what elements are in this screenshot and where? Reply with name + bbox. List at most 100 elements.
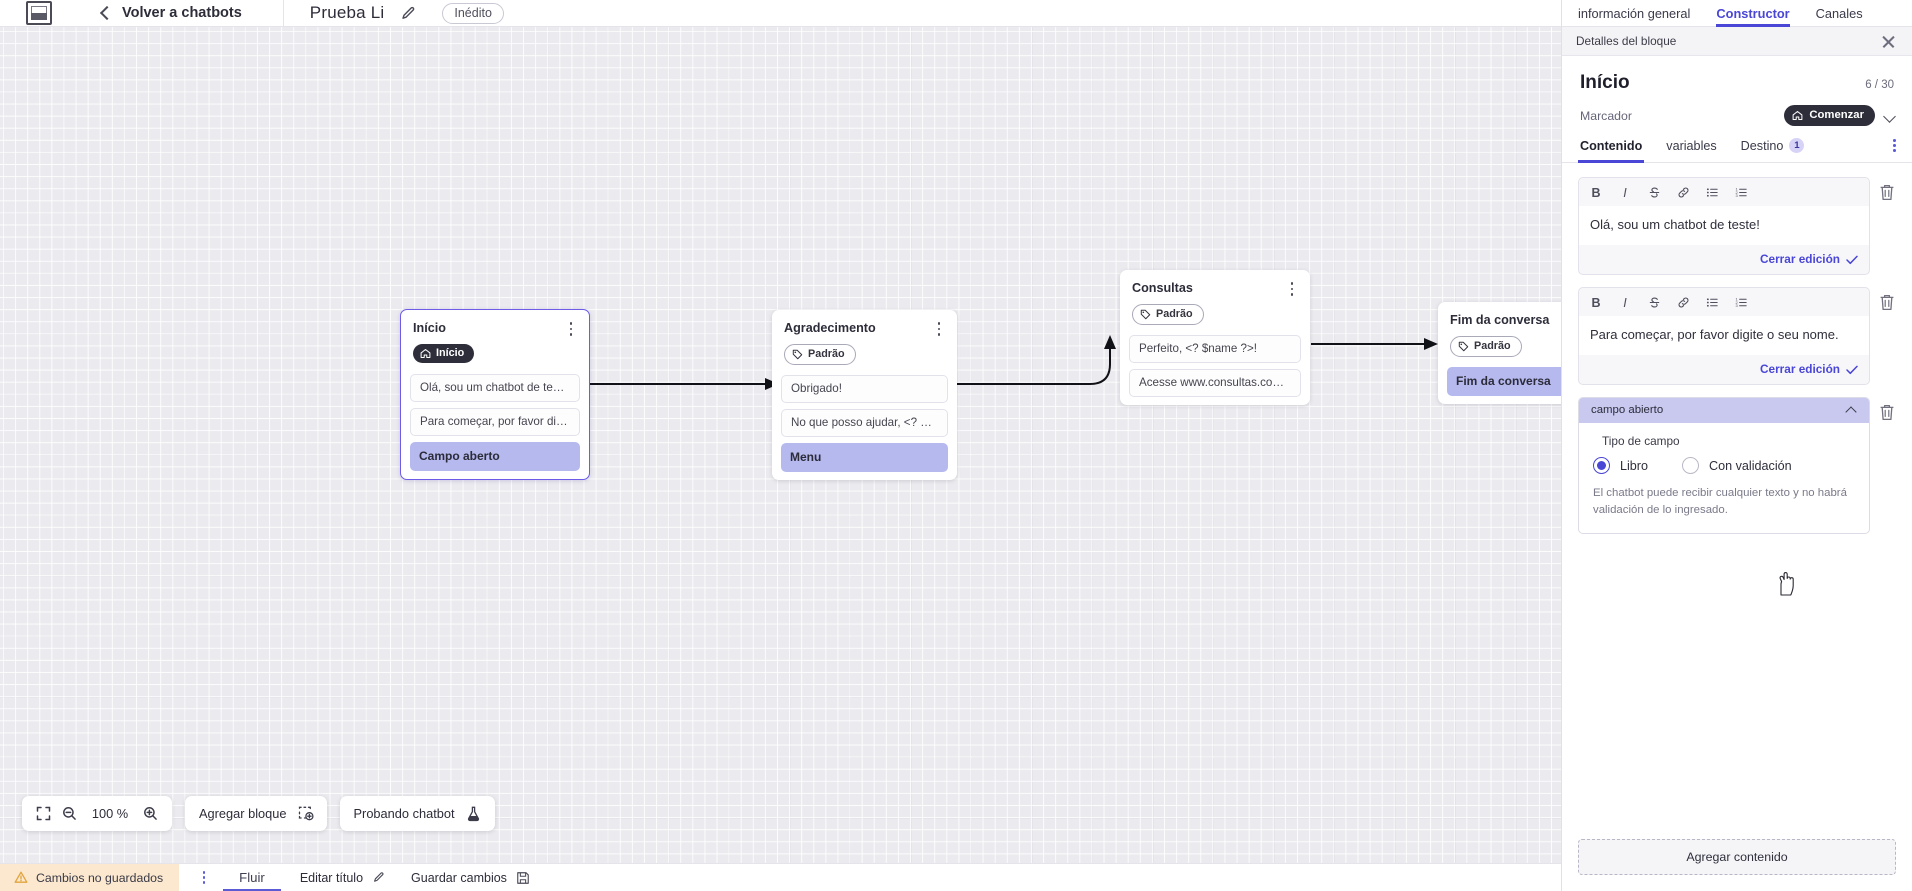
node-title: Fim da conversa xyxy=(1450,313,1550,327)
trash-icon[interactable] xyxy=(1878,183,1896,202)
tab-contenido-label: Contenido xyxy=(1580,138,1643,153)
strikethrough-icon[interactable] xyxy=(1647,295,1661,310)
check-icon xyxy=(1846,364,1858,375)
node-action-chip[interactable]: Menu xyxy=(781,443,948,472)
back-to-chatbots-link[interactable]: Volver a chatbots xyxy=(122,5,242,21)
pencil-icon[interactable] xyxy=(400,5,417,22)
tab-constructor[interactable]: Constructor xyxy=(1716,0,1790,27)
node-message-bubble[interactable]: Para começar, por favor digite o ... xyxy=(410,407,580,436)
node-tag-label: Padrão xyxy=(1474,340,1511,352)
tab-destino[interactable]: Destino 1 xyxy=(1741,138,1805,162)
test-chatbot-label: Probando chatbot xyxy=(353,806,455,821)
tab-contenido[interactable]: Contenido xyxy=(1577,138,1645,163)
node-message-bubble[interactable]: Olá, sou um chatbot de teste! xyxy=(410,373,580,402)
node-tag-default: Padrão xyxy=(1450,336,1522,357)
marker-pill-comenzar[interactable]: Comenzar xyxy=(1784,105,1875,126)
flow-node-fim-da-conversa[interactable]: Fim da conversa Padrão Fim da conversa xyxy=(1438,302,1561,404)
flow-canvas[interactable]: Início Início Olá, sou um chatbot de tes… xyxy=(0,27,1561,863)
close-edit-button[interactable]: Cerrar edición xyxy=(1760,252,1858,266)
chatbot-title: Prueba Li xyxy=(309,3,385,22)
zoom-controls: 100 % xyxy=(22,796,172,831)
close-edit-label: Cerrar edición xyxy=(1760,362,1840,376)
add-block-label: Agregar bloque xyxy=(199,806,287,821)
close-edit-label: Cerrar edición xyxy=(1760,252,1840,266)
radio-con-validacion[interactable] xyxy=(1682,457,1700,474)
node-header: Fim da conversa Padrão xyxy=(1438,302,1561,357)
fit-screen-icon[interactable] xyxy=(36,806,51,821)
chevron-up-icon[interactable] xyxy=(1845,404,1857,416)
node-options-icon[interactable] xyxy=(932,321,946,337)
svg-text:2: 2 xyxy=(1735,190,1738,195)
node-message-bubble[interactable]: Perfeito, <? $name ?>! xyxy=(1129,335,1301,363)
bullet-list-icon[interactable] xyxy=(1705,185,1719,200)
link-icon[interactable] xyxy=(1676,295,1690,310)
node-message-bubble[interactable]: Acesse www.consultas.com par... xyxy=(1129,369,1301,397)
tab-informacion-general[interactable]: información general xyxy=(1578,5,1691,21)
save-changes-button[interactable]: Guardar cambios xyxy=(411,864,530,891)
node-options-icon[interactable] xyxy=(564,321,578,337)
node-options-icon[interactable] xyxy=(1285,281,1299,297)
strikethrough-icon[interactable] xyxy=(1647,185,1661,200)
add-content-button[interactable]: Agregar contenido xyxy=(1578,839,1896,875)
tag-icon xyxy=(1140,309,1151,320)
radio-con-validacion-label: Con validación xyxy=(1709,458,1792,473)
node-message-bubble[interactable]: Obrigado! xyxy=(781,375,948,403)
flow-node-inicio[interactable]: Início Início Olá, sou um chatbot de tes… xyxy=(400,309,590,480)
field-type-label: Tipo de campo xyxy=(1602,434,1680,448)
page-title: Início xyxy=(1580,72,1630,93)
italic-icon[interactable]: I xyxy=(1623,185,1627,200)
flow-node-consultas[interactable]: Consultas Padrão Perfeito, <? $name ?>! … xyxy=(1120,270,1310,405)
bold-icon[interactable]: B xyxy=(1591,185,1601,200)
bullet-list-icon[interactable] xyxy=(1705,295,1719,310)
node-body: Obrigado! No que posso ajudar, <? $name … xyxy=(772,365,957,472)
edit-title-button[interactable]: Editar título xyxy=(300,864,386,891)
italic-icon[interactable]: I xyxy=(1623,295,1627,310)
more-options-icon[interactable] xyxy=(196,864,212,891)
node-body: Perfeito, <? $name ?>! Acesse www.consul… xyxy=(1120,325,1310,397)
editor-text-content[interactable]: Olá, sou um chatbot de teste! xyxy=(1579,206,1869,245)
more-options-icon[interactable] xyxy=(1893,139,1896,161)
node-message-bubble[interactable]: No que posso ajudar, <? $name ... xyxy=(781,409,948,437)
field-config-row: campo abierto Tipo de campo Libro Con va… xyxy=(1578,397,1896,534)
node-title: Consultas xyxy=(1132,281,1193,295)
destino-count-badge: 1 xyxy=(1789,138,1805,153)
add-block-button[interactable]: Agregar bloque xyxy=(185,796,327,831)
bold-icon[interactable]: B xyxy=(1591,295,1601,310)
canvas-toolbar: 100 % Agregar bloque Probando chatbot xyxy=(22,796,495,831)
close-edit-button[interactable]: Cerrar edición xyxy=(1760,362,1858,376)
app-logo[interactable] xyxy=(26,1,52,25)
node-header: Consultas Padrão xyxy=(1120,270,1310,325)
field-type-radio-group: Libro Con validación xyxy=(1593,457,1855,474)
chevron-down-icon[interactable] xyxy=(1883,109,1896,122)
tab-variables[interactable]: variables xyxy=(1666,139,1716,162)
zoom-in-icon[interactable] xyxy=(143,806,158,821)
tab-variables-label: variables xyxy=(1666,138,1717,153)
test-chatbot-button[interactable]: Probando chatbot xyxy=(339,796,495,831)
zoom-out-icon[interactable] xyxy=(62,806,77,821)
marker-row: Marcador Comenzar xyxy=(1580,105,1896,136)
node-header: Início Início xyxy=(401,310,589,364)
link-icon[interactable] xyxy=(1676,185,1690,200)
editor-text-content[interactable]: Para começar, por favor digite o seu nom… xyxy=(1579,316,1869,355)
flow-node-agradecimento[interactable]: Agradecimento Padrão Obrigado! No que po… xyxy=(772,310,957,480)
open-field-card-header[interactable]: campo abierto xyxy=(1579,398,1869,423)
tag-icon xyxy=(1458,341,1469,352)
pencil-icon xyxy=(372,871,386,885)
node-action-chip[interactable]: Campo aberto xyxy=(410,441,580,471)
close-icon[interactable] xyxy=(1881,34,1896,49)
trash-icon[interactable] xyxy=(1878,293,1896,312)
tab-canales[interactable]: Canales xyxy=(1815,5,1863,21)
trash-icon[interactable] xyxy=(1878,403,1896,422)
tab-fluir[interactable]: Fluir xyxy=(223,864,281,891)
warning-icon xyxy=(14,871,28,884)
back-chevron-icon[interactable] xyxy=(98,6,112,20)
flask-icon xyxy=(466,806,481,822)
radio-libro[interactable] xyxy=(1593,457,1610,474)
node-action-chip[interactable]: Fim da conversa xyxy=(1447,367,1561,396)
